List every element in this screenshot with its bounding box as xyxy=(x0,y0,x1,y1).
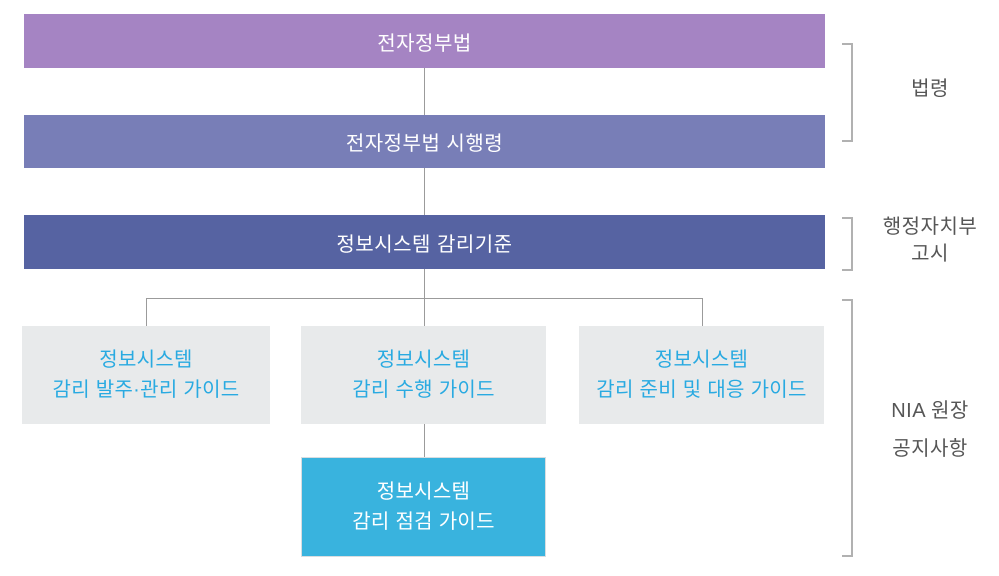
guide-box-inspection: 정보시스템 감리 점검 가이드 xyxy=(301,457,546,557)
annotation-ministry-notice-line1: 행정자치부 xyxy=(882,216,978,238)
bar-egov-decree-label: 전자정부법 시행령 xyxy=(345,133,504,155)
annotation-ministry-notice-line2: 고시 xyxy=(911,243,949,265)
bracket-nia-notices xyxy=(842,299,853,557)
annotation-nia-notices: NIA 원장 공지사항 xyxy=(862,392,998,468)
bar-audit-standard: 정보시스템 감리기준 xyxy=(24,215,825,269)
guide-inspection-line1: 정보시스템 xyxy=(376,481,471,503)
connector-drop-middle xyxy=(424,298,425,326)
annotation-nia-line1: NIA 원장 xyxy=(891,400,969,422)
bar-audit-standard-label: 정보시스템 감리기준 xyxy=(336,233,513,256)
guide-ordering-line1: 정보시스템 xyxy=(99,349,193,371)
connector-execution-to-inspection xyxy=(424,424,425,457)
guide-box-ordering-management: 정보시스템 감리 발주·관리 가이드 xyxy=(22,326,270,424)
connector-drop-left xyxy=(146,298,147,326)
connector-act-to-decree xyxy=(424,68,425,115)
guide-execution-line1: 정보시스템 xyxy=(376,349,471,371)
bar-egov-act: 전자정부법 xyxy=(24,14,825,68)
guide-preparation-line1: 정보시스템 xyxy=(654,349,749,371)
bar-egov-decree: 전자정부법 시행령 xyxy=(24,115,825,168)
guide-ordering-line2: 감리 발주·관리 가이드 xyxy=(52,379,240,401)
connector-decree-to-standard xyxy=(424,168,425,215)
guide-box-preparation-response: 정보시스템 감리 준비 및 대응 가이드 xyxy=(579,326,824,424)
connector-standard-to-branch xyxy=(424,269,425,298)
annotation-ministry-notice: 행정자치부 고시 xyxy=(862,214,998,268)
guide-box-execution: 정보시스템 감리 수행 가이드 xyxy=(301,326,546,424)
connector-drop-right xyxy=(702,298,703,326)
annotation-laws: 법령 xyxy=(862,77,998,101)
guide-preparation-line2: 감리 준비 및 대응 가이드 xyxy=(596,379,807,401)
guide-inspection-line2: 감리 점검 가이드 xyxy=(352,511,495,533)
guide-execution-line2: 감리 수행 가이드 xyxy=(352,379,495,401)
bracket-laws xyxy=(842,43,853,142)
annotation-laws-line1: 법령 xyxy=(911,78,949,100)
bracket-notice xyxy=(842,217,853,271)
bar-egov-act-label: 전자정부법 xyxy=(377,32,472,55)
annotation-nia-line2: 공지사항 xyxy=(892,438,968,460)
